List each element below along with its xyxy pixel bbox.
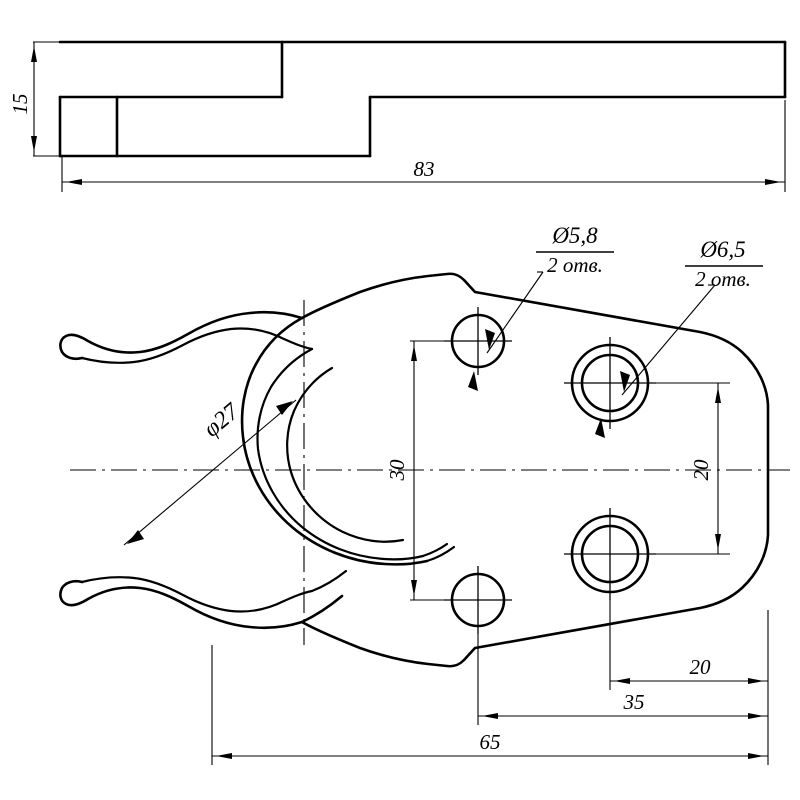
arrowhead-83-right — [765, 179, 781, 185]
top-view-profile — [58, 40, 787, 158]
arrowhead-note-small-b — [468, 371, 478, 391]
arrowhead-20v-top — [715, 387, 721, 403]
note-large-quantity: 2 отв. — [695, 267, 751, 291]
arrowhead-note-small-a — [485, 329, 495, 350]
arrowhead-35-right — [748, 713, 764, 719]
arrowhead-65-left — [216, 753, 232, 759]
dimension-offset-20: 20 — [609, 600, 769, 690]
dimension-pitch-30: 30 — [385, 340, 500, 601]
arrowhead-15-top — [31, 46, 37, 62]
arrowhead-20v-bottom — [715, 534, 721, 550]
clamp-join-lower — [421, 542, 449, 558]
dim-label-65: 65 — [480, 730, 501, 754]
dimension-offset-35: 35 — [477, 634, 769, 725]
dim-label-20-horizontal: 20 — [690, 655, 712, 679]
dimension-length-65: 65 — [211, 645, 769, 765]
arrowhead-30-bottom — [411, 580, 417, 596]
note-large-diameter: Ø6,5 — [699, 237, 745, 262]
arrowhead-27-lower — [127, 530, 144, 544]
arrowhead-15-bottom — [31, 136, 37, 152]
leader-line-small-hole — [486, 271, 544, 354]
dim-label-30: 30 — [385, 459, 409, 482]
clamp-upper-arm-inner — [80, 327, 314, 364]
note-hole-small: Ø5,8 2 отв. — [468, 223, 614, 391]
clamp-upper-arm-outer — [59, 310, 304, 361]
arrowhead-note-large-a — [620, 371, 630, 392]
arrowhead-83-left — [66, 179, 82, 185]
clamp-outer-arc-lower — [240, 316, 429, 566]
arrowhead-35-left — [482, 713, 498, 719]
clamp-bore-arc — [286, 366, 405, 543]
note-hole-large: Ø6,5 2 отв. — [595, 237, 763, 438]
clamp-lower-arm-outer — [59, 579, 304, 630]
leader-line-large-hole — [621, 284, 716, 396]
dimension-length-83: 83 — [61, 100, 786, 192]
arrowhead-note-large-b — [595, 418, 605, 438]
clamp-lower-arm-inner — [80, 576, 314, 613]
dim-label-15: 15 — [8, 94, 32, 115]
clamp-ring-second — [256, 347, 425, 561]
clamp-join-upper — [425, 545, 456, 563]
note-small-quantity: 2 отв. — [547, 253, 603, 277]
arrowhead-20h-right — [748, 678, 764, 684]
dimension-height-15: 15 — [8, 41, 75, 157]
dim-label-27: φ27 — [199, 398, 245, 443]
arrowhead-65-right — [748, 753, 764, 759]
dimension-bore-27: φ27 — [123, 398, 297, 546]
dimension-pitch-20-vertical: 20 — [600, 382, 730, 555]
dim-label-83: 83 — [414, 157, 435, 181]
arrowhead-20h-left — [614, 678, 630, 684]
clamp-outer-arc-tail — [300, 594, 344, 624]
dim-label-35: 35 — [623, 690, 645, 714]
dim-label-20-vertical: 20 — [689, 459, 713, 481]
arrowhead-27-upper — [276, 401, 293, 415]
dim-line-27 — [123, 399, 297, 546]
arrowhead-30-top — [411, 345, 417, 361]
clamp-ring-second-tail — [310, 569, 348, 593]
note-small-diameter: Ø5,8 — [551, 223, 598, 248]
